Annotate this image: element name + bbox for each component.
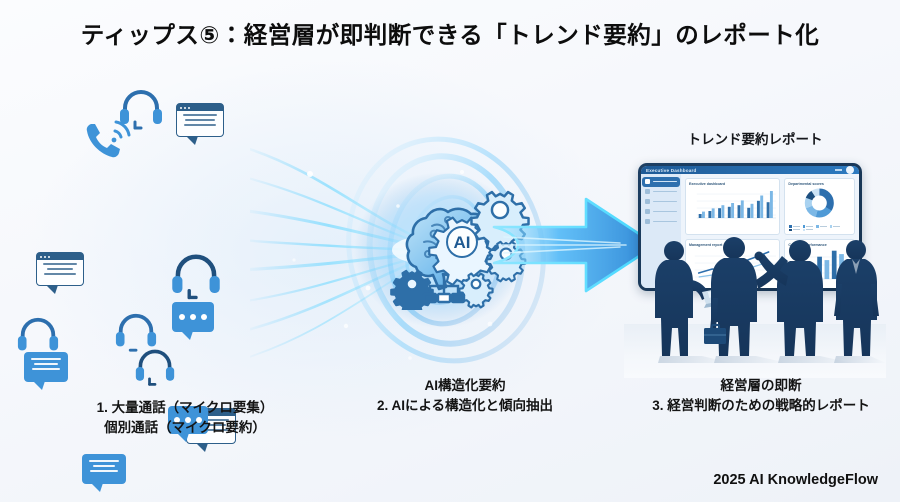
executive-report-scene: トレンド要約レポート Executive Dashboard bbox=[624, 128, 886, 378]
caption-left: 1. 大量通話（マイクロ要集） 個別通話（マイクロ要約） bbox=[20, 398, 350, 437]
headset-icon-4 bbox=[114, 310, 158, 359]
executive-pointing bbox=[754, 240, 823, 356]
caption-center-line2: 2. AIによる構造化と傾向抽出 bbox=[376, 397, 554, 413]
sidebar-item-overview[interactable] bbox=[642, 176, 680, 187]
menu-lines-icon[interactable] bbox=[835, 169, 842, 171]
dashboard-title: Executive Dashboard bbox=[646, 167, 697, 173]
executive-standing bbox=[834, 240, 879, 356]
donut-legend bbox=[788, 225, 851, 231]
page-title: ティップス⑤：経営層が即判断できる「トレンド要約」のレポート化 bbox=[80, 22, 820, 48]
chart-card-donut[interactable]: Departmental scores bbox=[784, 178, 855, 235]
headset-icon-2 bbox=[170, 250, 222, 307]
typing-dots bbox=[168, 406, 208, 434]
headset-icon-3 bbox=[16, 314, 60, 363]
chat-window-icon-2 bbox=[36, 252, 84, 294]
dashboard-titlebar: Executive Dashboard bbox=[641, 166, 859, 174]
dashboard-monitor[interactable]: Executive Dashboard bbox=[638, 163, 862, 291]
report-label: トレンド要約レポート bbox=[687, 132, 823, 147]
typing-bubble-icon-2 bbox=[168, 406, 208, 442]
caption-left-line1: 1. 大量通話（マイクロ要集） bbox=[96, 400, 274, 415]
sidebar-item-4[interactable] bbox=[645, 209, 677, 214]
process-flow-arrow bbox=[490, 185, 660, 305]
typing-bubble-icon-1 bbox=[172, 302, 214, 340]
chart-title: Departmental scores bbox=[788, 182, 824, 186]
window-titlebar bbox=[177, 104, 223, 111]
circuit-tree-icon bbox=[422, 276, 466, 304]
ai-badge-label: AI bbox=[454, 233, 471, 252]
chart-title: Executive dashboard bbox=[689, 182, 726, 186]
message-bubble-icon-2 bbox=[82, 454, 126, 492]
gear-icon bbox=[645, 219, 650, 224]
caption-left-line2: 個別通話（マイクロ要約） bbox=[104, 419, 266, 435]
sidebar-item-2[interactable] bbox=[645, 189, 677, 194]
caption-right: 経営層の即断 3. 経営判断のための戦略的レポート bbox=[630, 376, 892, 415]
grid-icon bbox=[645, 179, 650, 184]
caption-center-line1: AI構造化要約 bbox=[424, 378, 506, 393]
message-bubble-icon-1 bbox=[24, 352, 68, 390]
call-and-chat-icon-cloud bbox=[17, 78, 322, 492]
user-avatar[interactable] bbox=[846, 166, 854, 174]
caption-right-line1: 経営層の即断 bbox=[720, 378, 802, 393]
chart-title: Management report bbox=[689, 243, 723, 247]
window-titlebar bbox=[37, 253, 83, 260]
bar-icon bbox=[645, 189, 650, 194]
sidebar-item-3[interactable] bbox=[645, 199, 677, 204]
headset-icon-5 bbox=[134, 346, 176, 393]
donut-chart bbox=[805, 188, 835, 218]
headset-icon-1 bbox=[118, 86, 164, 137]
list-icon bbox=[645, 199, 650, 204]
grouped-bar-chart bbox=[696, 191, 777, 219]
typing-dots bbox=[172, 302, 214, 332]
caption-center: AI構造化要約 2. AIによる構造化と傾向抽出 bbox=[320, 376, 610, 415]
footer-brand: 2025 AI KnowledgeFlow bbox=[713, 472, 878, 488]
caption-right-line2: 3. 経営判断のための戦略的レポート bbox=[652, 397, 870, 413]
doc-icon bbox=[645, 209, 650, 214]
chart-card-bar[interactable]: Executive dashboard bbox=[685, 178, 781, 235]
executive-with-laptop bbox=[655, 241, 710, 356]
executive-silhouettes bbox=[655, 237, 886, 363]
chat-window-icon-1 bbox=[176, 103, 224, 145]
sidebar-item-5[interactable] bbox=[645, 219, 677, 224]
briefcase-icon bbox=[704, 324, 726, 344]
phone-call-icon bbox=[82, 118, 138, 169]
